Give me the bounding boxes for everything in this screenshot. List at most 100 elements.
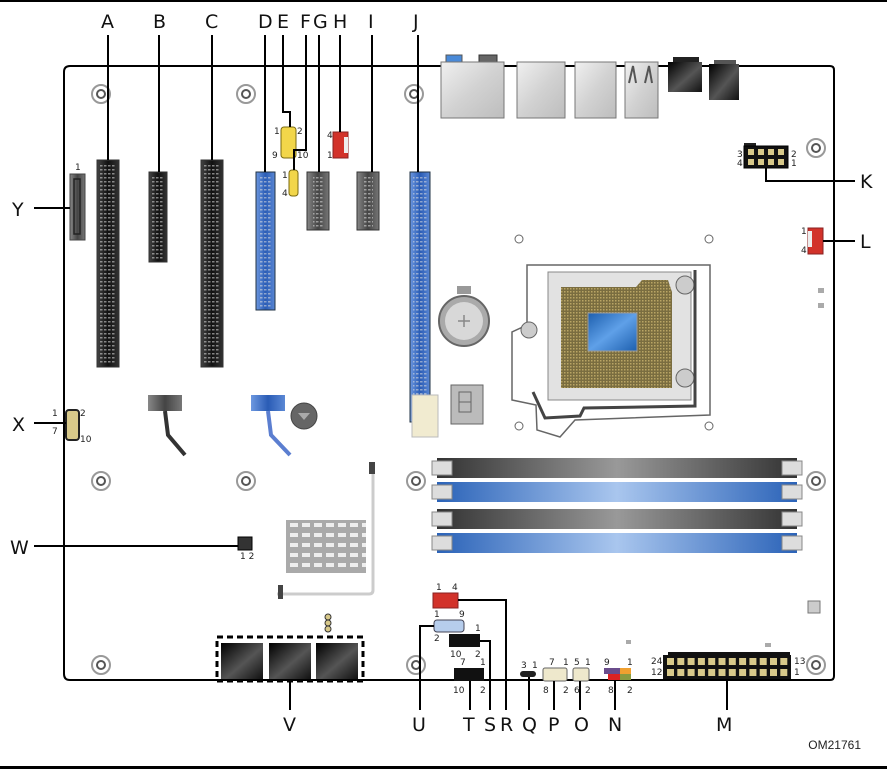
callout-t: T bbox=[462, 714, 475, 736]
power-pin bbox=[687, 669, 695, 676]
power-pin bbox=[749, 658, 757, 665]
post-code-display bbox=[450, 384, 484, 425]
power-pin bbox=[780, 658, 788, 665]
pin-label: 6 bbox=[574, 686, 580, 696]
pin-label: 2 bbox=[585, 686, 591, 696]
pin-label: 4 bbox=[737, 159, 743, 169]
callout-b: B bbox=[153, 11, 166, 33]
pin-label: 2 bbox=[791, 150, 797, 160]
pin-label: 4 bbox=[327, 131, 333, 141]
pin-label: 1 bbox=[282, 171, 288, 181]
power-pin bbox=[759, 669, 767, 676]
pin-label: 1 bbox=[480, 658, 486, 668]
smd-part bbox=[818, 288, 824, 293]
pin-label: 24 bbox=[651, 657, 663, 667]
callout-a: A bbox=[101, 11, 114, 33]
pin-label: 9 bbox=[272, 151, 278, 161]
pcie-x1-slot-i bbox=[356, 171, 380, 231]
power-pin bbox=[667, 658, 674, 665]
smd-part bbox=[765, 643, 771, 647]
pin-label: 4 bbox=[801, 246, 807, 256]
pin-label: 9 bbox=[604, 658, 610, 668]
header-n: 9 1 8 2 bbox=[604, 658, 633, 696]
header-x: 1 2 7 10 bbox=[52, 409, 92, 445]
power-pin bbox=[718, 658, 726, 665]
power-pin bbox=[697, 669, 705, 676]
power-pin bbox=[728, 658, 736, 665]
rear-io-panel bbox=[440, 54, 739, 119]
power-pin bbox=[718, 669, 726, 676]
pci-slot-a bbox=[96, 159, 120, 368]
power-pin bbox=[770, 669, 777, 676]
pci-slot-c bbox=[200, 159, 224, 368]
callout-r: R bbox=[500, 714, 513, 736]
pin-label: 1 bbox=[327, 151, 333, 161]
top-rule bbox=[0, 0, 887, 2]
pin-label: 10 bbox=[297, 151, 309, 161]
callout-s: S bbox=[484, 714, 496, 736]
header-w: 1 2 bbox=[237, 536, 254, 562]
pin-label: 10 bbox=[450, 650, 462, 660]
callout-j: J bbox=[412, 11, 419, 33]
header-s: 1 10 2 bbox=[449, 624, 481, 660]
callout-h: H bbox=[333, 11, 347, 33]
power-pin bbox=[677, 658, 685, 665]
pin-label: 1 bbox=[75, 163, 81, 173]
callout-o: O bbox=[574, 714, 589, 736]
callout-l: L bbox=[860, 231, 871, 253]
callout-g: G bbox=[313, 11, 328, 33]
pin-label: 5 bbox=[574, 658, 580, 668]
pcie-x16-slot-j bbox=[409, 171, 439, 438]
figure-id: OM21761 bbox=[808, 738, 861, 752]
header-t: 7 1 10 2 bbox=[453, 658, 486, 696]
callout-k: K bbox=[860, 171, 873, 193]
pin-label: 1 bbox=[791, 159, 797, 169]
power-pin bbox=[728, 669, 736, 676]
bottom-rule bbox=[0, 766, 887, 769]
smd-part bbox=[626, 640, 631, 644]
power-pin bbox=[708, 669, 716, 676]
pin-label: 1 bbox=[563, 658, 569, 668]
callout-i: I bbox=[368, 11, 374, 33]
callout-m: M bbox=[716, 714, 732, 736]
header-p: 7 1 8 2 bbox=[542, 658, 569, 696]
atx-power-connector-m: 24 13 12 1 bbox=[651, 652, 805, 679]
header-q: 3 1 bbox=[520, 661, 538, 677]
pin-label: 8 bbox=[543, 686, 549, 696]
callout-w: W bbox=[10, 537, 29, 559]
board-outline bbox=[63, 65, 835, 681]
pin-label: 8 bbox=[608, 686, 614, 696]
pin-label: 7 bbox=[549, 658, 555, 668]
sata-connector-black bbox=[148, 395, 187, 457]
header-o: 5 1 6 2 bbox=[572, 658, 591, 696]
pin-label: 1 bbox=[801, 227, 807, 237]
pin-label: 1 bbox=[627, 658, 633, 668]
callout-q: Q bbox=[522, 714, 537, 736]
pin-label: 1 bbox=[794, 668, 800, 678]
pin-label: 3 bbox=[737, 150, 743, 160]
power-pin bbox=[708, 658, 716, 665]
pin-label: 1 2 bbox=[240, 552, 254, 562]
power-pin bbox=[739, 669, 747, 676]
pin-label: 1 bbox=[52, 409, 58, 419]
led bbox=[807, 600, 821, 614]
pin-label: 2 bbox=[475, 650, 481, 660]
callout-y: Y bbox=[11, 199, 24, 221]
pin-label: 9 bbox=[459, 610, 465, 620]
pin-label: 1 bbox=[274, 127, 280, 137]
callout-n: N bbox=[608, 714, 622, 736]
smd-part bbox=[818, 303, 824, 308]
pin-label: 4 bbox=[282, 189, 288, 199]
callout-leader-lines bbox=[34, 35, 855, 710]
power-pin bbox=[739, 658, 747, 665]
callout-c: C bbox=[205, 11, 218, 33]
dimm-slots bbox=[431, 458, 803, 553]
pin-label: 2 bbox=[434, 634, 440, 644]
power-pin bbox=[759, 658, 767, 665]
pin-label: 2 bbox=[563, 686, 569, 696]
pin-label: 1 bbox=[434, 610, 440, 620]
pin-label: 2 bbox=[80, 409, 86, 419]
pin-label: 12 bbox=[651, 668, 662, 678]
callout-v: V bbox=[283, 714, 296, 736]
